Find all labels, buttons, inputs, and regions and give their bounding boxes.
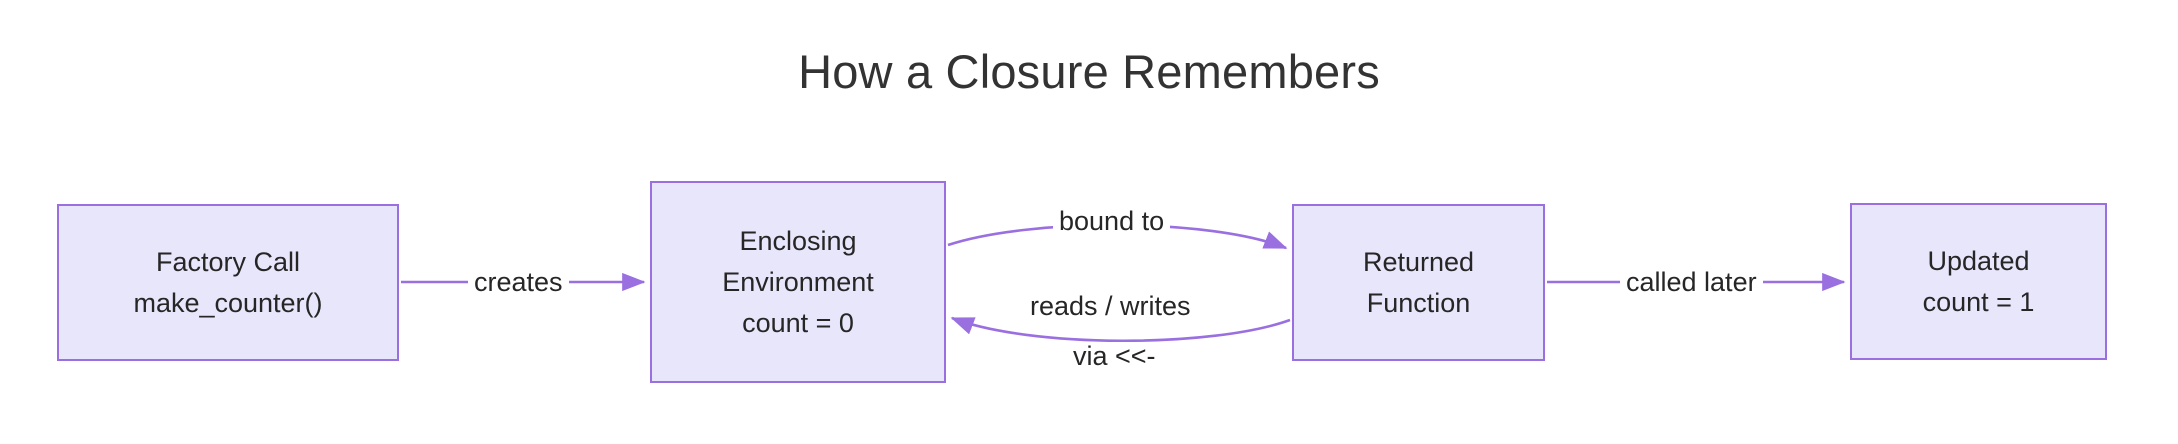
diagram-title: How a Closure Remembers: [798, 45, 1380, 98]
node-returned-function[interactable]: Returned Function: [1292, 204, 1545, 361]
node-updated-line2: count = 1: [1922, 286, 2035, 317]
node-updated[interactable]: Updated count = 1: [1850, 203, 2107, 360]
node-factory-call[interactable]: Factory Call make_counter(): [57, 204, 399, 361]
node-enclosing-environment-line2: Environment: [722, 266, 874, 297]
edge-label-via-superassign: via <<-: [1067, 342, 1162, 370]
node-enclosing-environment[interactable]: Enclosing Environment count = 0: [650, 181, 946, 383]
edge-label-called-later: called later: [1620, 268, 1763, 296]
node-enclosing-environment-line1: Enclosing: [739, 225, 857, 256]
node-returned-function-line1: Returned: [1362, 246, 1475, 277]
edge-label-bound-to: bound to: [1053, 207, 1171, 235]
node-factory-call-line2: make_counter(): [133, 287, 323, 318]
edge-label-creates: creates: [468, 268, 569, 296]
edge-label-reads-writes: reads / writes: [1024, 292, 1197, 320]
node-updated-line1: Updated: [1927, 245, 2030, 276]
node-enclosing-environment-line3: count = 0: [742, 307, 854, 338]
node-factory-call-line1: Factory Call: [155, 246, 301, 277]
edge-reads-writes: [950, 316, 1291, 343]
node-returned-function-line2: Function: [1366, 287, 1471, 318]
